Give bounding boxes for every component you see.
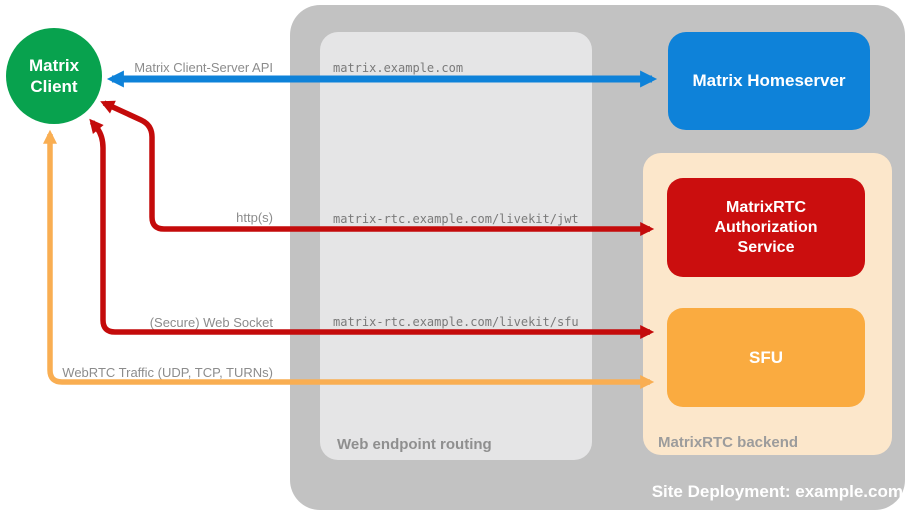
endpoint-livekit-sfu: matrix-rtc.example.com/livekit/sfu	[333, 315, 579, 329]
sfu-node: SFU	[667, 308, 865, 407]
routing-panel-caption: Web endpoint routing	[337, 436, 492, 453]
client-server-api-arrow-label: Matrix Client-Server API	[134, 60, 273, 75]
matrix-homeserver-node: Matrix Homeserver	[668, 32, 870, 130]
matrix-client-node: Matrix Client	[6, 28, 102, 124]
endpoint-livekit-jwt: matrix-rtc.example.com/livekit/jwt	[333, 212, 579, 226]
matrixrtc-authorization-service-node: MatrixRTC Authorization Service	[667, 178, 865, 277]
matrix-homeserver-label: Matrix Homeserver	[692, 71, 846, 90]
site-deployment-caption: Site Deployment: example.com	[651, 482, 903, 501]
matrixrtc-authorization-service-label: MatrixRTC Authorization Service	[714, 198, 818, 256]
https-arrow-label: http(s)	[236, 210, 273, 225]
sfu-label: SFU	[749, 347, 783, 367]
endpoint-matrix-example-com: matrix.example.com	[333, 61, 464, 75]
web-endpoint-routing-panel	[320, 32, 592, 460]
matrix-client-label: Matrix Client	[28, 56, 80, 96]
webrtc-arrow-label: WebRTC Traffic (UDP, TCP, TURNs)	[62, 365, 273, 380]
websocket-arrow-label: (Secure) Web Socket	[149, 315, 273, 330]
backend-panel-caption: MatrixRTC backend	[658, 434, 799, 451]
